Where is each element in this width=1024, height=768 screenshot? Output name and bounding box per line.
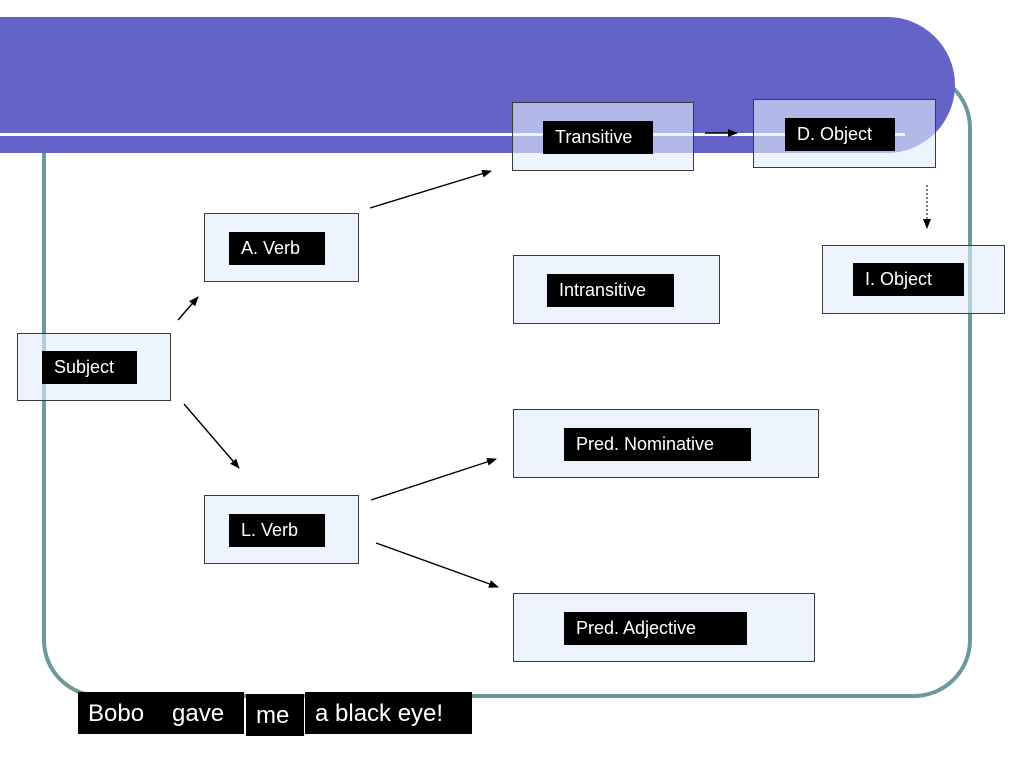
indirect-object-node: I. Object	[822, 245, 1005, 314]
intransitive-node: Intransitive	[513, 255, 720, 324]
action-verb-node: A. Verb	[204, 213, 359, 282]
banner-divider-line	[0, 133, 905, 136]
transitive-label: Transitive	[543, 121, 653, 154]
arrow-linking-verb-to-predicate-adjective	[375, 542, 499, 588]
direct-object-label: D. Object	[785, 118, 895, 151]
direct-object-node: D. Object	[753, 99, 936, 168]
sentence-word-direct-object: a black eye!	[305, 692, 472, 734]
arrow-subject-to-linking-verb	[183, 403, 240, 469]
intransitive-label: Intransitive	[547, 274, 674, 307]
transitive-node: Transitive	[512, 102, 694, 171]
predicate-nominative-label: Pred. Nominative	[564, 428, 751, 461]
predicate-adjective-node: Pred. Adjective	[513, 593, 815, 662]
linking-verb-node: L. Verb	[204, 495, 359, 564]
predicate-nominative-node: Pred. Nominative	[513, 409, 819, 478]
arrow-subject-to-action-verb	[177, 296, 199, 321]
action-verb-label: A. Verb	[229, 232, 325, 265]
arrow-action-verb-to-transitive	[369, 169, 492, 209]
sentence-word-subject: Bobo	[78, 692, 162, 734]
subject-label: Subject	[42, 351, 137, 384]
subject-node: Subject	[17, 333, 171, 401]
arrow-linking-verb-to-predicate-nominative	[370, 458, 497, 501]
indirect-object-label: I. Object	[853, 263, 964, 296]
sentence-word-verb: gave	[162, 692, 244, 734]
predicate-adjective-label: Pred. Adjective	[564, 612, 747, 645]
sentence-word-indirect-object: me	[246, 694, 304, 736]
linking-verb-label: L. Verb	[229, 514, 325, 547]
